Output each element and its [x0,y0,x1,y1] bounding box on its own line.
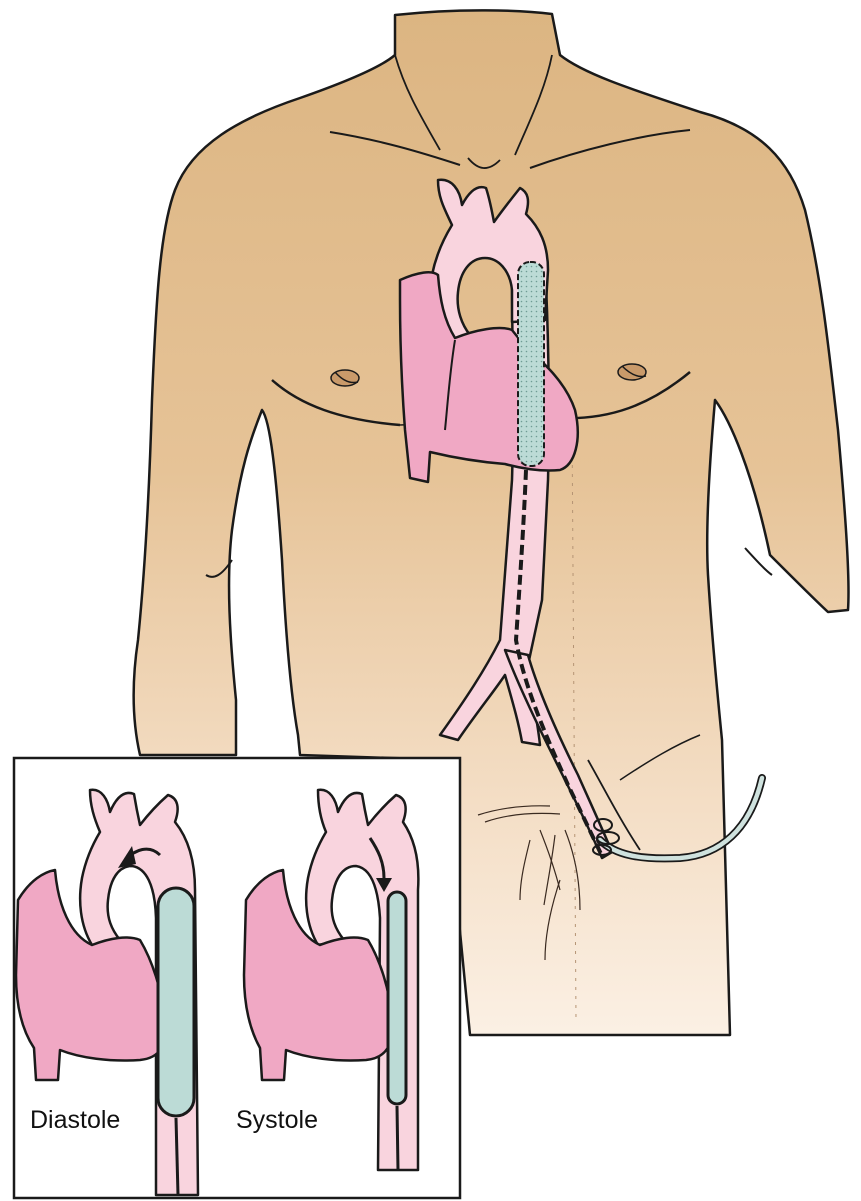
systole-label: Systole [236,1106,318,1134]
arm-crease-right [744,547,773,576]
diastole-catheter [174,1117,180,1196]
midline [571,419,577,1021]
inset-panel: Diastole Systole [12,756,462,1200]
systole-arrow [368,837,386,879]
systole-diagram: Systole [236,788,420,1172]
neck-line-left [394,54,441,151]
groin-line [587,759,641,851]
diastole-balloon [156,886,196,1118]
diastole-diagram: Diastole [14,788,200,1197]
neck-line-right [514,54,553,156]
systole-catheter [395,1105,400,1171]
torso [132,9,850,1037]
pectoral-line-left [271,379,401,427]
nipple-right [617,363,647,381]
arm-crease-left [205,559,233,578]
clavicle-left [329,131,461,166]
pubic-hair [477,805,581,961]
main-balloon [517,261,545,467]
catheter-tubing-fill [597,775,765,861]
nipple-left [330,369,360,387]
main-catheter [513,469,604,857]
heart-septum-line [444,339,456,431]
systole-arrowhead [376,878,392,892]
diastole-label: Diastole [30,1106,120,1134]
suture-knot [592,818,620,856]
diastole-arrowhead [118,846,136,868]
main-heart-assembly [398,178,766,863]
clavicle-right [529,129,691,169]
systole-balloon [386,890,408,1106]
hip-line [619,734,701,781]
sternal-notch [467,157,501,169]
